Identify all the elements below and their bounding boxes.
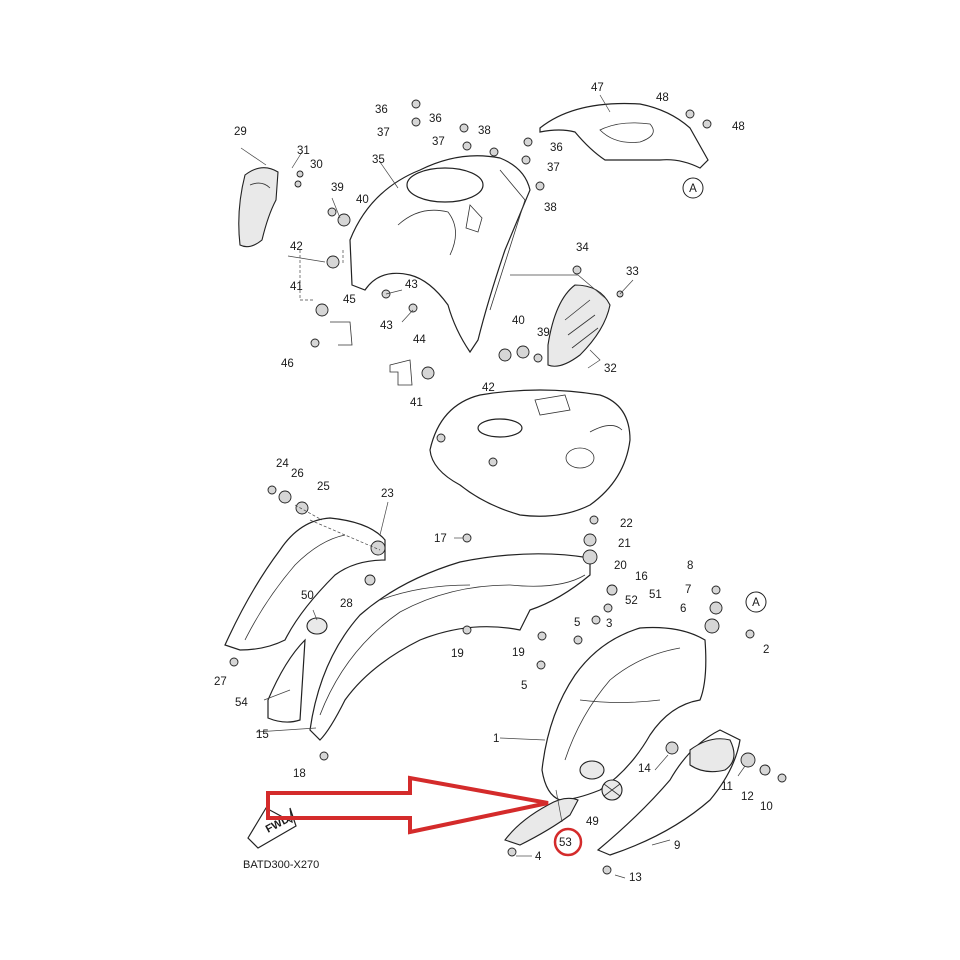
callout-labels: 1 2 3 4 5 5 6 7 8 9 10 11 12 13 14 15 16… <box>214 82 773 884</box>
part-23-left-shroud <box>224 517 386 651</box>
callout-43b: 43 <box>380 320 393 332</box>
callout-43a: 43 <box>405 279 418 291</box>
callout-19b: 19 <box>512 647 525 659</box>
callout-42b: 42 <box>482 382 495 394</box>
part-32-side-panel <box>547 284 611 367</box>
callout-52: 52 <box>625 595 638 607</box>
part-1-main-cover <box>541 626 707 801</box>
callout-10: 10 <box>760 801 773 813</box>
callout-41b: 41 <box>410 397 423 409</box>
callout-14: 14 <box>638 763 651 775</box>
callout-1: 1 <box>493 733 499 745</box>
callout-41a: 41 <box>290 281 303 293</box>
callout-33: 33 <box>626 266 639 278</box>
callout-49: 49 <box>586 816 599 828</box>
callout-2: 2 <box>763 644 769 656</box>
callout-44: 44 <box>413 334 426 346</box>
lower-fasteners <box>229 485 787 875</box>
callout-3: 3 <box>606 618 612 630</box>
callout-37c: 37 <box>547 162 560 174</box>
upper-fasteners <box>294 99 712 386</box>
forward-direction-indicator: FWD <box>247 807 297 849</box>
callout-36a: 36 <box>375 104 388 116</box>
lower-leader-lines <box>255 501 746 879</box>
callout-12: 12 <box>741 791 754 803</box>
callout-40b: 40 <box>512 315 525 327</box>
callout-29: 29 <box>234 126 247 138</box>
callout-21: 21 <box>618 538 631 550</box>
part-47-front-cover <box>539 102 709 169</box>
callout-35: 35 <box>372 154 385 166</box>
callout-11: 11 <box>721 781 733 793</box>
callout-17: 17 <box>434 533 447 545</box>
reference-marker-a-lower: A <box>745 591 767 613</box>
part-49-emblem <box>601 779 623 801</box>
callout-7: 7 <box>685 584 691 596</box>
part-29-side-cover <box>238 167 279 248</box>
callout-16: 16 <box>635 571 648 583</box>
callout-22: 22 <box>620 518 633 530</box>
callout-19: 19 <box>451 648 464 660</box>
callout-51: 51 <box>649 589 662 601</box>
callout-50: 50 <box>301 590 314 602</box>
part-50-grommet <box>306 617 328 635</box>
callout-24: 24 <box>276 458 289 470</box>
reference-marker-a-lower-label: A <box>752 597 760 609</box>
callout-31: 31 <box>297 145 310 157</box>
callout-32: 32 <box>604 363 617 375</box>
callout-5b: 5 <box>521 680 527 692</box>
callout-39b: 39 <box>537 327 550 339</box>
callout-37a: 37 <box>377 127 390 139</box>
callout-46: 46 <box>281 358 294 370</box>
upper-leader-lines <box>240 94 634 369</box>
part-15-side-cover <box>309 553 591 741</box>
callout-36c: 36 <box>550 142 563 154</box>
callout-23: 23 <box>381 488 394 500</box>
callout-6: 6 <box>680 603 686 615</box>
callout-37b: 37 <box>432 136 445 148</box>
reference-marker-a-upper-label: A <box>689 183 697 195</box>
callout-48b: 48 <box>732 121 745 133</box>
diagram-code: BATD300-X270 <box>243 859 319 871</box>
callout-4: 4 <box>535 851 542 863</box>
callout-5: 5 <box>574 617 580 629</box>
fuel-tank <box>429 389 631 517</box>
callout-54: 54 <box>235 697 248 709</box>
part-54-decal <box>267 638 306 723</box>
callout-9: 9 <box>674 840 680 852</box>
callout-40a: 40 <box>356 194 369 206</box>
highlight-circle-53 <box>553 827 583 857</box>
callout-42a: 42 <box>290 241 303 253</box>
callout-18: 18 <box>293 768 306 780</box>
callout-8: 8 <box>687 560 693 572</box>
callout-28: 28 <box>340 598 353 610</box>
callout-53: 53 <box>559 837 572 849</box>
reference-marker-a-upper: A <box>682 177 704 199</box>
callout-13: 13 <box>629 872 642 884</box>
callout-20: 20 <box>614 560 627 572</box>
callout-48a: 48 <box>656 92 669 104</box>
callout-26: 26 <box>291 468 304 480</box>
callout-45: 45 <box>343 294 356 306</box>
callout-25: 25 <box>317 481 330 493</box>
callout-38b: 38 <box>544 202 557 214</box>
callout-34: 34 <box>576 242 589 254</box>
part-35-tank-cover <box>349 155 531 354</box>
callout-38a: 38 <box>478 125 491 137</box>
highlight-arrow <box>266 775 549 835</box>
part-9-lower-cover <box>596 729 741 856</box>
callout-27: 27 <box>214 676 227 688</box>
callout-39a: 39 <box>331 182 344 194</box>
callout-36b: 36 <box>429 113 442 125</box>
callout-15: 15 <box>256 729 269 741</box>
callout-47: 47 <box>591 82 604 94</box>
callout-30: 30 <box>310 159 323 171</box>
